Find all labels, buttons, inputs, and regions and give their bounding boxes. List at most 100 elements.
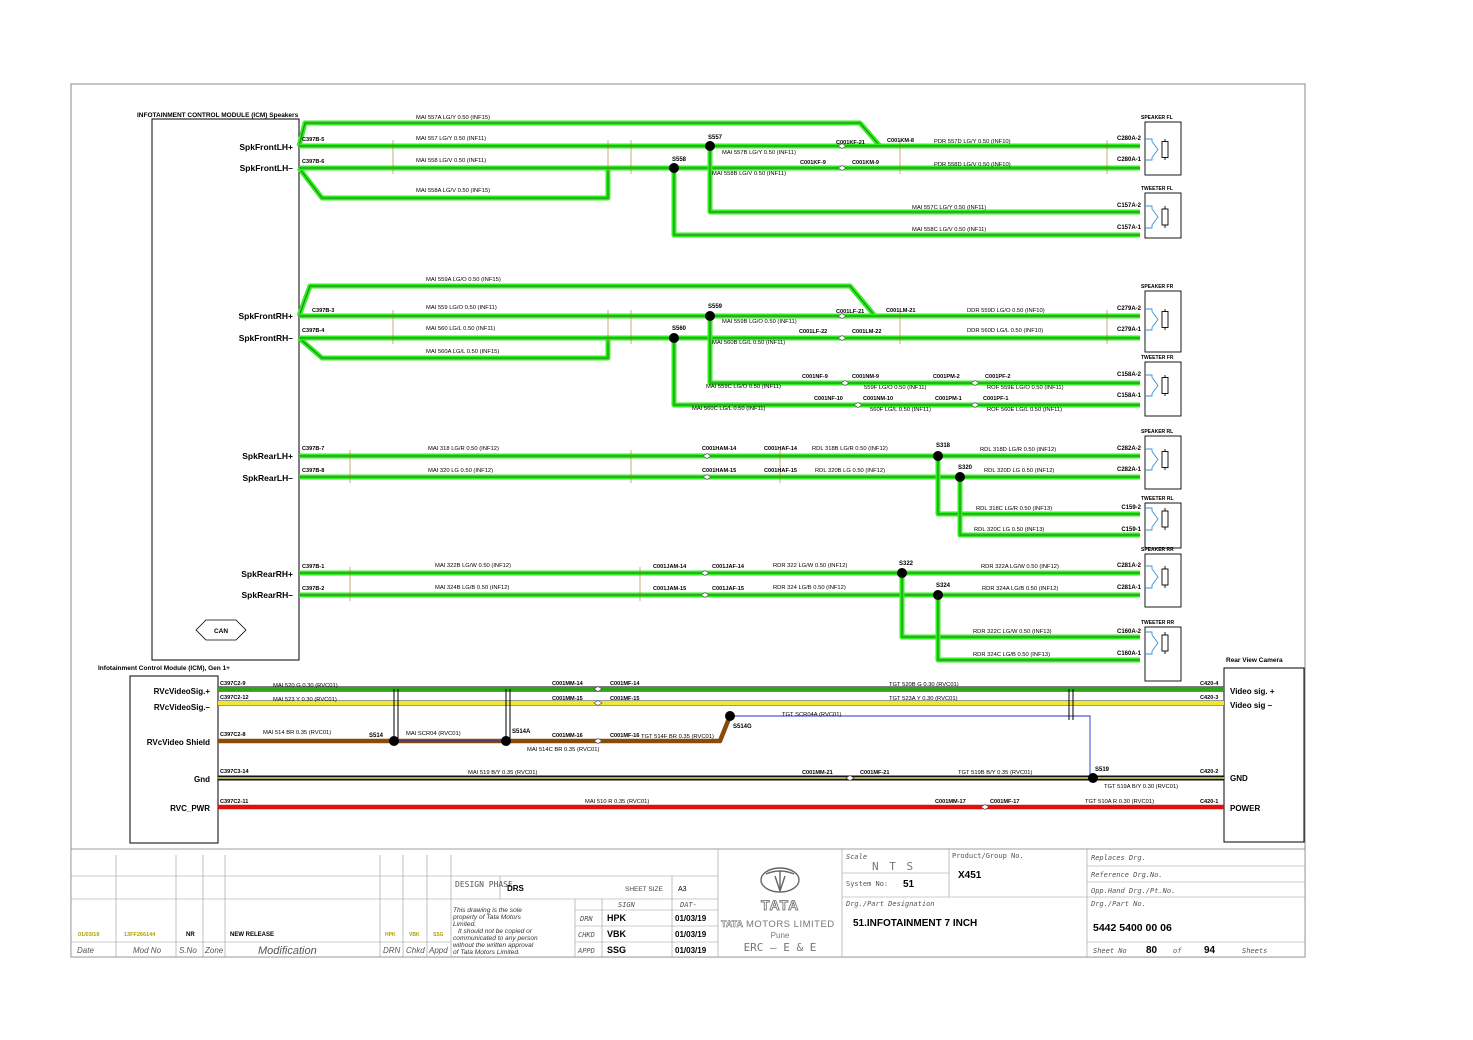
wire-label: MAI 523 Y 0.30 (RVC01) <box>273 697 337 703</box>
signoff-date: 01/03/19 <box>675 930 707 939</box>
company-city: Pune <box>771 931 790 940</box>
speaker-pin: C282A-1 <box>1117 467 1142 473</box>
wire-label: MAI 520 G 0.30 (RVC01) <box>273 683 338 689</box>
connector-label: C397B-1 <box>302 564 324 570</box>
speaker-pin: C281A-2 <box>1117 563 1142 569</box>
speaker-pin: C279A-2 <box>1117 306 1142 312</box>
wire-label: MAI 558A LG/V 0.50 (INF15) <box>416 188 490 194</box>
wire-559C <box>707 316 1140 386</box>
wire-label: RDR 324C LG/B 0.50 (INF13) <box>973 652 1050 658</box>
notice-line: property of Tata Motors <box>452 914 522 921</box>
speaker-pin: C280A-2 <box>1117 136 1142 142</box>
shield-scr04a <box>730 715 1091 778</box>
connector-label: C001PF-2 <box>985 374 1011 380</box>
icm-pin-label: SpkRearRH+ <box>241 569 293 579</box>
revision-column-headers: Date Mod No S.No Zone Modification DRN C… <box>77 945 448 957</box>
speaker-wiring <box>1145 205 1153 229</box>
splice-dot-s318 <box>933 451 943 461</box>
connector-label: C001NM-10 <box>863 396 893 402</box>
wire-318C <box>937 456 1140 515</box>
connector-label: C001JAF-14 <box>712 564 745 570</box>
splice-label: S322 <box>899 561 914 567</box>
wire-560C <box>671 338 1140 408</box>
wire-label: TGT 519B B/Y 0.35 (RVC01) <box>958 770 1033 776</box>
wire-label: MAI 560B LG/L 0.50 (INF11) <box>712 340 785 346</box>
wire-label: TGT 523A Y 0.30 (RVC01) <box>889 696 958 702</box>
speaker-wiring <box>1145 565 1153 589</box>
speaker-pin: C157A-2 <box>1117 203 1142 209</box>
wire-label: RDL 318D LG/R 0.50 (INF12) <box>980 447 1056 453</box>
connector-label: C001NF-9 <box>802 374 828 380</box>
connector-label: C001MF-16 <box>610 733 640 739</box>
wire-558C <box>671 168 1140 238</box>
icm-gen-module-title: Infotainment Control Module (ICM), Gen 1… <box>98 665 230 672</box>
revision-date: 01/03/19 <box>78 932 99 938</box>
notice-line: without the written approval <box>453 942 534 949</box>
speaker-title: TWEETER RL <box>1141 496 1174 502</box>
signoff-rows: DRN HPK 01/03/19 CHKD VBK 01/03/19 APPD … <box>577 913 707 955</box>
speaker-wiring <box>1145 308 1153 331</box>
notice-line: communicated to any person <box>453 935 538 942</box>
wire-label: MAI 519 B/Y 0.35 (RVC01) <box>468 770 537 776</box>
speaker-wiring <box>1151 208 1159 226</box>
inline-connector-icon <box>853 402 863 408</box>
revision-table <box>71 855 452 958</box>
title-block: 01/03/19 13FF266144 NR NEW RELEASE HPK V… <box>70 848 1306 958</box>
company-dept: ERC – E & E <box>744 941 817 954</box>
speaker-box <box>1144 502 1182 549</box>
connector-label: C397B-5 <box>302 137 324 143</box>
wire-label: TGT SCR04A (RVC01) <box>782 712 841 718</box>
inline-connector-icon <box>845 775 855 781</box>
speaker-pin: C282A-2 <box>1117 446 1142 452</box>
speaker-box <box>1144 435 1182 490</box>
gen-pin-label: RVcVideoSig.– <box>154 703 211 712</box>
camera-pin-label: Video sig. + <box>1230 687 1275 696</box>
speaker-pin: C158A-1 <box>1117 393 1142 399</box>
ownership-notice: This drawing is the sole property of Tat… <box>452 907 538 956</box>
wire-label: RDR 322C LG/W 0.50 (INF13) <box>973 629 1052 635</box>
wire-324C <box>935 595 1140 663</box>
speaker-pin: C160A-1 <box>1117 651 1142 657</box>
notice-line: Limited. <box>453 921 476 928</box>
inline-connector-icon <box>702 474 712 480</box>
wire-label: RDL 318C LG/R 0.50 (INF13) <box>976 506 1052 512</box>
camera-pin-label: GND <box>1230 774 1248 783</box>
wire-label: MAI 557 LG/Y 0.50 (INF11) <box>416 136 486 142</box>
wire-558A <box>298 167 609 199</box>
wire-560A <box>297 336 611 361</box>
reference-label: Reference Drg.No. <box>1091 871 1163 879</box>
wire-label: MAI 558B LG/V 0.50 (INF11) <box>712 171 786 177</box>
title-block-frame <box>70 848 1306 958</box>
connector-label: C001KF-9 <box>800 160 826 166</box>
signoff-name: HPK <box>607 913 627 923</box>
splice-dot-s324 <box>933 590 943 600</box>
connector-label: C001JAM-15 <box>653 586 686 592</box>
designation-lines <box>841 849 1305 957</box>
splice-dot-s519 <box>1088 773 1098 783</box>
connector-label: C397B-8 <box>302 468 324 474</box>
wire-label: PDR 557D LG/Y 0.50 (INF10) <box>934 139 1011 145</box>
splice-label: S514A <box>512 729 531 735</box>
connector-label: C001KM-8 <box>887 138 914 144</box>
system-no: 51 <box>903 879 915 890</box>
wire-559C <box>709 316 1140 384</box>
splice-dot-s558 <box>669 163 679 173</box>
icm-pin-label: SpkRearRH– <box>242 590 294 600</box>
col-header: DRN <box>383 946 401 955</box>
sheet-label: Sheet No <box>1093 947 1127 955</box>
wire-558C <box>673 168 1140 236</box>
inline-connector-icon <box>837 143 847 149</box>
connector-label: C397C2-9 <box>220 681 246 687</box>
drg-part-label: Drg./Part No. <box>1090 900 1146 908</box>
inline-connector-icon <box>593 700 603 706</box>
wire-label: DDR 559D LG/O 0.50 (INF10) <box>967 308 1045 314</box>
date-label: DAT- <box>679 901 697 909</box>
inline-connector-icon <box>702 453 712 459</box>
revision-appd: SSG <box>433 932 444 938</box>
splice-dot-s514 <box>389 736 399 746</box>
